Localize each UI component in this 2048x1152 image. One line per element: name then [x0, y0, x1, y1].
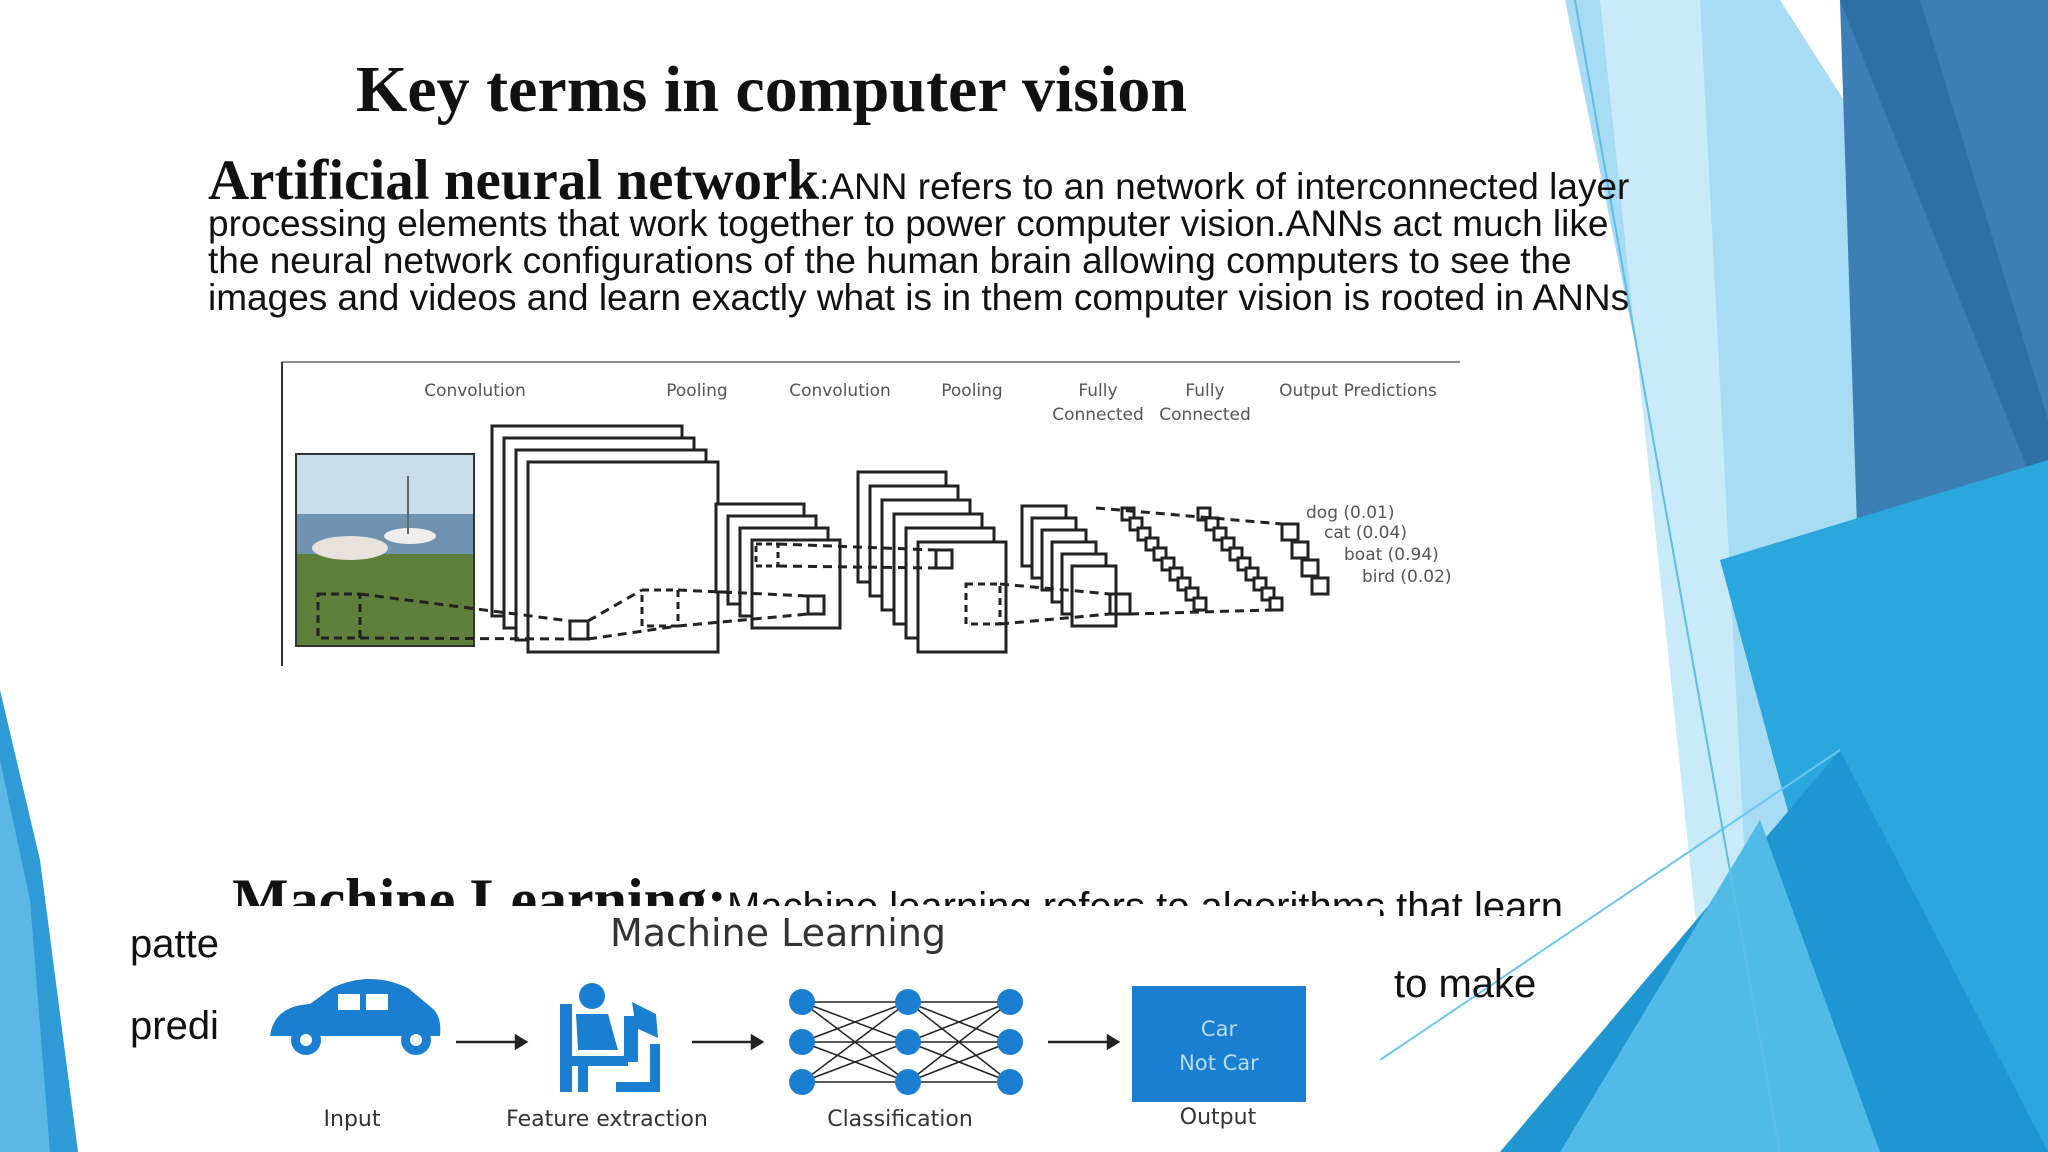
cnn-diagram: Convolution Pooling Convolution Pooling … — [281, 361, 1460, 666]
output-not-car-label: Not Car — [1179, 1051, 1259, 1075]
cnn-stage-label-3: Convolution — [789, 381, 891, 401]
prediction-cat: cat (0.04) — [1324, 523, 1407, 543]
step-label-output: Output — [1180, 1105, 1257, 1130]
step-label-feature-extraction: Feature extraction — [506, 1107, 708, 1132]
step-label-input: Input — [324, 1107, 381, 1132]
ml-fragment-right: to make — [1394, 962, 1537, 1006]
ml-fragment-left-2: predi — [130, 1004, 219, 1048]
step-label-classification: Classification — [827, 1107, 973, 1132]
classification-icon — [789, 989, 1023, 1095]
car-icon — [270, 979, 441, 1055]
output-box — [1132, 986, 1306, 1102]
ml-fragment-left-1: patte — [130, 922, 219, 966]
prediction-dog: dog (0.01) — [1306, 503, 1395, 523]
input-photo — [295, 453, 475, 647]
output-car-label: Car — [1201, 1017, 1238, 1041]
prediction-boat: boat (0.94) — [1344, 545, 1439, 565]
slide-title: Key terms in computer vision — [356, 53, 1188, 126]
cnn-stage-label-7: Output Predictions — [1279, 381, 1437, 401]
cnn-stage-label-5: Fully — [1078, 381, 1117, 401]
cnn-stage-label-1: Convolution — [424, 381, 526, 401]
cnn-stage-label-6: Fully — [1185, 381, 1224, 401]
ann-paragraph: Artificial neural network:ANN refers to … — [208, 152, 1638, 318]
cnn-stage-label-2: Pooling — [666, 381, 727, 401]
arrow-icon — [456, 1033, 1121, 1051]
cnn-stage-sub-2: Connected — [1159, 405, 1251, 425]
cnn-stage-sub-1: Connected — [1052, 405, 1144, 425]
ann-definition: :ANN refers to an network of interconnec… — [208, 166, 1630, 318]
ann-term: Artificial neural network — [208, 149, 820, 212]
feature-extraction-icon — [560, 983, 660, 1092]
ml-figure-title: Machine Learning — [610, 911, 946, 955]
prediction-bird: bird (0.02) — [1362, 567, 1452, 587]
cnn-stage-label-4: Pooling — [941, 381, 1002, 401]
ml-pipeline-figure: Machine Learning — [220, 906, 1380, 1152]
